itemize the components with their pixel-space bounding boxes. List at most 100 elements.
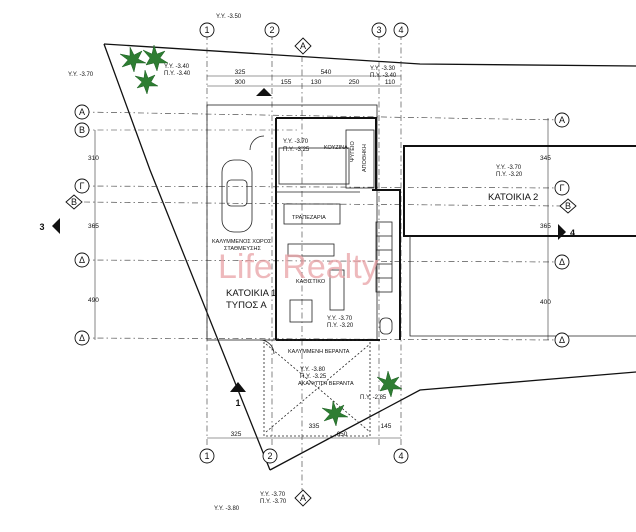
svg-text:Γ: Γ [80, 181, 85, 191]
svg-text:Α: Α [300, 493, 306, 503]
svg-text:ΑΚΑΛΥΠΤΗ ΒΕΡΑΝΤΑ: ΑΚΑΛΥΠΤΗ ΒΕΡΑΝΤΑ [298, 381, 354, 387]
svg-text:Π.Υ. -3.20: Π.Υ. -3.20 [496, 172, 523, 178]
svg-text:Π.Υ. -3.70: Π.Υ. -3.70 [260, 499, 287, 505]
section-marker-3: 3 [39, 218, 60, 234]
svg-text:Δ: Δ [79, 255, 85, 265]
svg-text:Α: Α [559, 115, 565, 125]
svg-text:300: 300 [235, 79, 246, 86]
svg-text:ΣΤΑΘΜΕΥΣΗΣ: ΣΤΑΘΜΕΥΣΗΣ [224, 246, 261, 252]
svg-text:110: 110 [385, 79, 396, 86]
dimension-numbers: 325 540 300 155 130 250 110 310 365 490 … [88, 69, 551, 438]
grid-bubble-alpha-top: Α [294, 37, 312, 55]
svg-text:145: 145 [381, 423, 392, 430]
grid-bubble-alpha-right: Α [554, 112, 570, 128]
grid-bubble-3-top: 3 [371, 22, 387, 38]
svg-text:1: 1 [235, 398, 240, 408]
grid-bubble-2-top: 2 [264, 22, 280, 38]
grid-bubble-delta2-left: Δ [74, 330, 90, 346]
grid-bubble-1-top: 1 [199, 22, 215, 38]
svg-text:490: 490 [88, 297, 99, 304]
svg-text:Π.Υ. -3.40: Π.Υ. -3.40 [370, 73, 397, 79]
grid-bubble-alpha-left: Α [74, 104, 90, 120]
svg-text:540: 540 [321, 69, 332, 76]
svg-text:Α: Α [79, 107, 85, 117]
palm-tree-icons [119, 44, 403, 427]
svg-text:130: 130 [311, 79, 322, 86]
svg-text:2: 2 [269, 25, 274, 35]
house-1-walls [206, 104, 401, 355]
svg-text:250: 250 [349, 79, 360, 86]
grid-bubble-gamma-left: Γ [74, 178, 90, 194]
grid-bubble-beta-left: Β [74, 122, 90, 138]
svg-text:ΚΑΤΟΙΚΙΑ 2: ΚΑΤΟΙΚΙΑ 2 [488, 192, 538, 203]
svg-text:Υ.Υ. -3.70: Υ.Υ. -3.70 [327, 316, 353, 322]
svg-text:Β: Β [71, 197, 77, 207]
grid-bubble-gamma-right: Γ [554, 180, 570, 196]
car-icon [221, 159, 253, 233]
svg-text:ΚΑΛΥΜΜΕΝΟΣ ΧΩΡΟΣ: ΚΑΛΥΜΜΕΝΟΣ ΧΩΡΟΣ [212, 239, 272, 245]
svg-text:325: 325 [235, 69, 246, 76]
svg-text:Δ: Δ [79, 333, 85, 343]
grid-bubble-alpha-bottom: Α [294, 489, 312, 507]
svg-text:ΤΡΑΠΕΖΑΡΙΑ: ΤΡΑΠΕΖΑΡΙΑ [292, 215, 326, 221]
grid-bubble-delta-left: Δ [74, 252, 90, 268]
svg-text:Β: Β [79, 125, 85, 135]
svg-text:2: 2 [261, 88, 266, 98]
svg-text:Υ.Υ. -3.40: Υ.Υ. -3.40 [164, 64, 190, 70]
svg-text:3: 3 [376, 25, 381, 35]
grid-bubble-2-bottom: 2 [262, 448, 278, 464]
svg-text:Π.Υ. -3.40: Π.Υ. -3.40 [164, 71, 191, 77]
svg-text:Δ: Δ [559, 335, 565, 345]
svg-text:Π.Υ. -3.20: Π.Υ. -3.20 [327, 323, 354, 329]
svg-text:ΚΑΛΥΜΜΕΝΗ ΒΕΡΑΝΤΑ: ΚΑΛΥΜΜΕΝΗ ΒΕΡΑΝΤΑ [288, 349, 350, 355]
svg-text:155: 155 [281, 79, 292, 86]
svg-text:310: 310 [88, 155, 99, 162]
svg-text:ΤΥΠΟΣ Α: ΤΥΠΟΣ Α [226, 300, 267, 311]
section-marker-1: 1 [230, 382, 246, 408]
svg-text:650: 650 [337, 431, 348, 438]
grid-bubble-beta-arrow-right: Β [559, 198, 577, 214]
svg-text:Γ: Γ [560, 183, 565, 193]
section-marker-2: 2 [256, 88, 272, 98]
svg-text:365: 365 [88, 223, 99, 230]
svg-text:ΚΑΤΟΙΚΙΑ 1: ΚΑΤΟΙΚΙΑ 1 [226, 288, 276, 299]
svg-text:4: 4 [570, 228, 575, 238]
svg-text:1: 1 [204, 451, 209, 461]
grid-bubble-delta-right: Δ [554, 254, 570, 270]
grid-bubble-4-bottom: 4 [393, 448, 409, 464]
svg-text:Δ: Δ [559, 257, 565, 267]
svg-text:Π.Υ. -3.25: Π.Υ. -3.25 [300, 374, 327, 380]
svg-text:345: 345 [540, 155, 551, 162]
svg-text:Π.Υ. -3.25: Π.Υ. -3.25 [283, 147, 310, 153]
svg-text:ΑΠΟΘΗΚΗ: ΑΠΟΘΗΚΗ [362, 144, 368, 172]
section-marker-4: 4 [558, 224, 575, 240]
room-labels: ΚΟΥΖΙΝΑ ΑΠΟΘΗΚΗ ΨΥΓΕΙΟ ΤΡΑΠΕΖΑΡΙΑ ΚΑΛΥΜΜ… [212, 141, 538, 387]
svg-text:325: 325 [231, 431, 242, 438]
dimension-lines [94, 75, 549, 439]
svg-text:4: 4 [398, 25, 403, 35]
svg-text:335: 335 [309, 423, 320, 430]
svg-text:365: 365 [540, 223, 551, 230]
svg-text:Υ.Υ. -3.70: Υ.Υ. -3.70 [260, 492, 286, 498]
grid-bubble-1-bottom: 1 [199, 448, 215, 464]
svg-text:Υ.Υ. -3.30: Υ.Υ. -3.30 [370, 66, 396, 72]
svg-text:Υ.Υ. -3.80: Υ.Υ. -3.80 [214, 506, 240, 512]
svg-text:ΨΥΓΕΙΟ: ΨΥΓΕΙΟ [350, 141, 356, 162]
svg-text:1: 1 [204, 25, 209, 35]
svg-text:ΚΟΥΖΙΝΑ: ΚΟΥΖΙΝΑ [324, 145, 348, 151]
svg-text:2: 2 [267, 451, 272, 461]
site-boundary [103, 43, 636, 471]
grid-bubble-delta2-right: Δ [554, 332, 570, 348]
svg-text:3: 3 [39, 222, 44, 232]
terrace-hatch [263, 339, 371, 437]
grid-bubble-4-top: 4 [393, 22, 409, 38]
svg-text:Β: Β [565, 201, 571, 211]
svg-text:Υ.Υ. -3.80: Υ.Υ. -3.80 [300, 367, 326, 373]
svg-text:Α: Α [300, 41, 306, 51]
svg-text:Υ.Υ. -3.70: Υ.Υ. -3.70 [68, 72, 94, 78]
level-annotations: Υ.Υ. -3.50 Υ.Υ. -3.70 Υ.Υ. -3.40 Π.Υ. -3… [68, 14, 523, 512]
watermark: Life Realty [218, 248, 379, 286]
svg-text:Υ.Υ. -3.70: Υ.Υ. -3.70 [283, 139, 309, 145]
svg-text:400: 400 [540, 299, 551, 306]
